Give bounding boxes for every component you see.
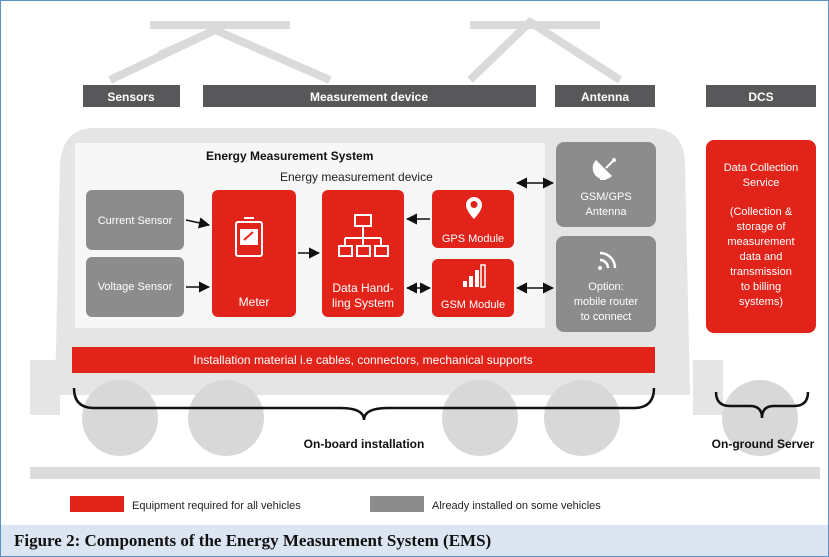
meter-box (212, 190, 296, 317)
dcs-label-3: (Collection & (730, 206, 793, 218)
figure-caption: Figure 2: Components of the Energy Measu… (14, 531, 492, 550)
header-sensors-bar (83, 85, 180, 107)
gps-module-box (432, 190, 514, 248)
mobile-router-label-3: to connect (581, 311, 632, 323)
installation-material-bar (72, 347, 655, 373)
onground-brace (714, 391, 810, 419)
header-sensors: Sensors (107, 90, 155, 104)
location-pin-icon (466, 197, 482, 219)
data-handling-box (322, 190, 404, 317)
header-antenna: Antenna (581, 90, 629, 104)
mobile-router-label-2: mobile router (574, 296, 639, 308)
dcs-label-2: Service (743, 177, 780, 189)
gsm-gps-antenna-box (556, 142, 656, 227)
current-sensor-box (86, 190, 184, 250)
header-antenna-bar (555, 85, 655, 107)
meter-icon (235, 217, 263, 257)
satellite-dish-icon (592, 158, 616, 180)
header-measurement-device: Measurement device (310, 90, 428, 104)
train-side-panel-right (693, 360, 723, 415)
gsm-gps-antenna-label-2: Antenna (586, 206, 628, 218)
legend-installed-label: Already installed on some vehicles (432, 500, 601, 512)
dcs-label-9: systems) (739, 296, 783, 308)
header-measurement-bar (203, 85, 536, 107)
figure-caption-bar: Figure 2: Components of the Energy Measu… (1, 525, 828, 556)
dcs-label-5: measurement (727, 236, 794, 248)
voltage-sensor-label: Voltage Sensor (98, 281, 173, 293)
data-handling-label-2: ling System (332, 296, 394, 310)
network-icon (338, 214, 389, 257)
gsm-module-label: GSM Module (441, 299, 505, 311)
dcs-label-8: to billing (741, 281, 781, 293)
legend-installed-swatch (370, 496, 424, 512)
wheels (82, 380, 798, 456)
onboard-brace (72, 387, 656, 421)
onboard-label: On-board installation (304, 437, 425, 451)
gps-module-label: GPS Module (442, 233, 504, 245)
pantograph-right (467, 16, 623, 84)
current-sensor-label: Current Sensor (98, 215, 173, 227)
mobile-router-label-1: Option: (588, 281, 623, 293)
dcs-label-6: data and (740, 251, 783, 263)
dcs-box (706, 140, 816, 333)
ems-subtitle: Energy measurement device (280, 170, 433, 184)
train-side-panel-left (30, 360, 60, 415)
header-dcs: DCS (748, 90, 773, 104)
dcs-label-1: Data Collection (724, 162, 799, 174)
data-handling-label-1: Data Hand- (332, 281, 393, 295)
gsm-module-box (432, 259, 514, 317)
rail (30, 467, 820, 479)
ems-title: Energy Measurement System (206, 149, 373, 163)
legend-required-swatch (70, 496, 124, 512)
meter-label: Meter (239, 295, 270, 309)
ems-diagram: Sensors Measurement device Antenna DCS E… (30, 16, 820, 512)
wifi-icon (598, 251, 617, 270)
legend-required-label: Equipment required for all vehicles (132, 500, 301, 512)
pantograph-left (108, 21, 332, 84)
installation-material-label: Installation material i.e cables, connec… (193, 353, 533, 367)
signal-bars-icon (463, 264, 486, 288)
onground-label: On-ground Server (712, 437, 815, 451)
gsm-gps-antenna-label-1: GSM/GPS (580, 191, 631, 203)
arrows (185, 177, 555, 294)
mobile-router-box (556, 236, 656, 332)
dcs-label-7: transmission (730, 266, 792, 278)
dcs-label-4: storage of (737, 221, 787, 233)
voltage-sensor-box (86, 257, 184, 317)
header-dcs-bar (706, 85, 816, 107)
